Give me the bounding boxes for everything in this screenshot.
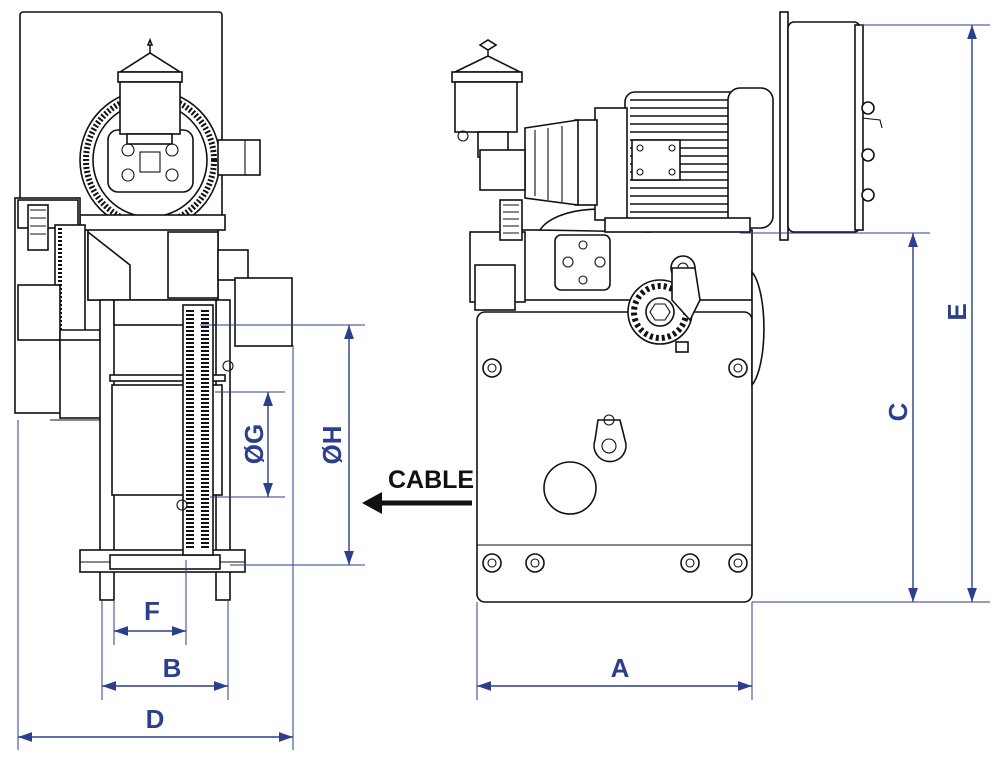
cable-label: CABLE — [388, 466, 474, 494]
cable-indicator: CABLE — [362, 466, 474, 514]
electric-motor — [524, 87, 774, 233]
label-E: E — [942, 303, 972, 320]
front-oil-cup — [451, 39, 526, 191]
label-A: A — [611, 653, 630, 683]
label-D: D — [146, 704, 165, 734]
drum-gear — [176, 304, 234, 556]
side-view — [14, 11, 293, 601]
oil-cup — [117, 37, 183, 145]
brake-unit — [779, 11, 883, 241]
coupling — [217, 139, 261, 176]
label-B: B — [163, 653, 182, 683]
upper-gearbox — [469, 199, 765, 388]
label-F: F — [144, 596, 160, 626]
base-housing — [476, 311, 753, 603]
label-C: C — [883, 402, 913, 421]
label-H: ØH — [317, 426, 347, 465]
label-G: ØG — [239, 424, 269, 464]
drum-shaft-hole — [543, 461, 597, 515]
front-view — [451, 11, 883, 603]
cable-arrow-icon — [362, 492, 382, 514]
left-gear-assembly — [14, 197, 106, 421]
dimensions — [17, 24, 990, 750]
drum-frame — [79, 299, 246, 601]
sprocket — [627, 255, 701, 353]
